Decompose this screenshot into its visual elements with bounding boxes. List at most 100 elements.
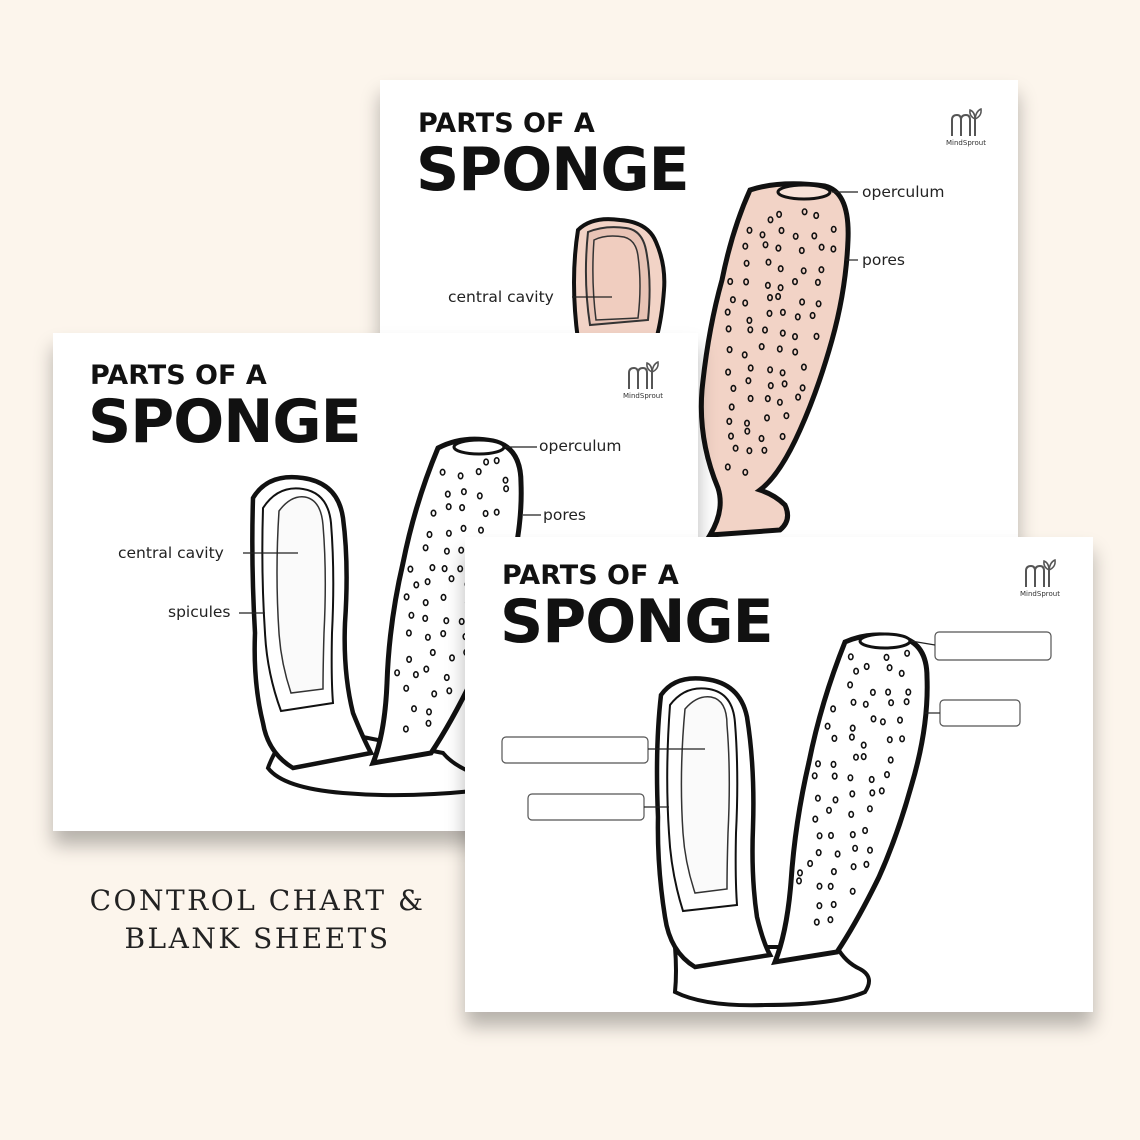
pore-dot [403, 593, 410, 601]
label-pores: pores [543, 506, 586, 524]
pore-dot [899, 735, 906, 743]
pore-dot [879, 718, 886, 726]
pore-dot [791, 333, 798, 341]
pore-dot [458, 546, 465, 554]
pore-dot [460, 524, 467, 532]
colored-sponge-illustration [572, 181, 858, 538]
pore-dot [905, 688, 912, 696]
pore-dot [746, 447, 753, 455]
pore-dot [724, 308, 731, 316]
pore-dot [866, 846, 873, 854]
mindsprout-logo: MindSprout [936, 106, 996, 147]
pore-dot [776, 210, 783, 218]
pore-dot [410, 705, 417, 713]
blank-label-pores [939, 699, 1021, 727]
label-pores: pores [862, 251, 905, 269]
pore-dot [849, 724, 856, 732]
pore-dot [422, 614, 429, 623]
label-operculum: operculum [862, 183, 945, 201]
pore-dot [759, 231, 766, 239]
pore-dot [413, 581, 420, 589]
pore-dot [778, 226, 785, 235]
pore-dot [853, 667, 860, 675]
pore-dot [850, 698, 857, 706]
pore-dot [779, 329, 786, 337]
blank-sponge-illustration [501, 631, 1052, 1008]
pore-dot [730, 384, 737, 393]
pore-dot [765, 258, 772, 266]
pore-dot [847, 681, 854, 689]
pore-dot [407, 565, 414, 573]
pore-dot [860, 753, 867, 761]
caption: CONTROL CHART & BLANK SHEETS [55, 882, 460, 958]
pore-dot [811, 772, 818, 780]
pore-dot [725, 325, 732, 333]
pore-dot [827, 916, 834, 924]
pore-dot [429, 564, 436, 572]
pore-dot [796, 869, 803, 877]
pore-dot [791, 278, 798, 286]
pore-dot [814, 760, 821, 768]
pore-dot [849, 790, 856, 798]
pore-dot [800, 363, 807, 371]
pore-dot [742, 299, 749, 307]
sheet-title-line2: SPONGE [88, 387, 362, 457]
mindsprout-logo: MindSprout [1010, 557, 1070, 598]
pore-dot [744, 427, 751, 435]
pore-dot [431, 690, 438, 698]
pore-dot [448, 575, 455, 583]
pore-dot [477, 526, 484, 534]
pore-dot [406, 655, 413, 664]
pore-dot [758, 434, 765, 443]
sheet-title-line1: PARTS OF A [502, 560, 679, 591]
pore-dot [747, 364, 754, 372]
pore-dot [831, 734, 838, 742]
pore-dot [783, 412, 790, 420]
pore-dot [824, 722, 831, 730]
pore-dot [830, 225, 837, 233]
pore-dot [863, 860, 870, 869]
pore-dot [887, 756, 894, 764]
pore-dot [742, 468, 749, 476]
blank-sheet: PARTS OF A SPONGE MindSprout [465, 537, 1093, 1012]
pore-dot [764, 395, 771, 403]
pore-dot [775, 244, 782, 252]
pore-dot [422, 599, 429, 607]
pore-dot [794, 313, 801, 321]
pore-dot [903, 698, 910, 706]
pore-dot [834, 850, 841, 858]
pore-dot [439, 468, 446, 476]
sheet-title-line2: SPONGE [416, 135, 690, 205]
pore-dot [743, 419, 750, 427]
pore-dot [831, 772, 838, 780]
pore-dot [503, 485, 510, 493]
pore-dot [441, 565, 448, 573]
pore-dot [878, 787, 885, 795]
pore-dot [728, 403, 735, 411]
pore-dot [904, 649, 911, 657]
pore-dot [493, 456, 500, 465]
pore-dot [896, 716, 903, 724]
caption-line1: CONTROL CHART & [89, 884, 426, 917]
label-central-cavity: central cavity [118, 544, 224, 562]
pore-dot [475, 468, 482, 476]
pore-dot [764, 281, 771, 289]
sprout-logo-icon [628, 360, 659, 389]
pore-dot [459, 504, 466, 512]
pore-dot [758, 343, 765, 351]
pore-dot [724, 463, 731, 471]
pore-dot [741, 351, 748, 359]
pore-dot [814, 794, 821, 802]
pore-dot [766, 294, 773, 302]
label-central-cavity: central cavity [448, 288, 554, 306]
pore-dot [767, 216, 774, 224]
pore-dot [779, 369, 786, 377]
pore-dot [443, 617, 450, 625]
sheet-title-line2: SPONGE [500, 587, 774, 657]
pore-dot [747, 326, 754, 334]
pore-dot [743, 259, 750, 267]
pore-dot [761, 446, 768, 454]
pore-dot [779, 432, 786, 441]
pore-dot [445, 503, 452, 511]
mindsprout-logo: MindSprout [613, 359, 673, 400]
